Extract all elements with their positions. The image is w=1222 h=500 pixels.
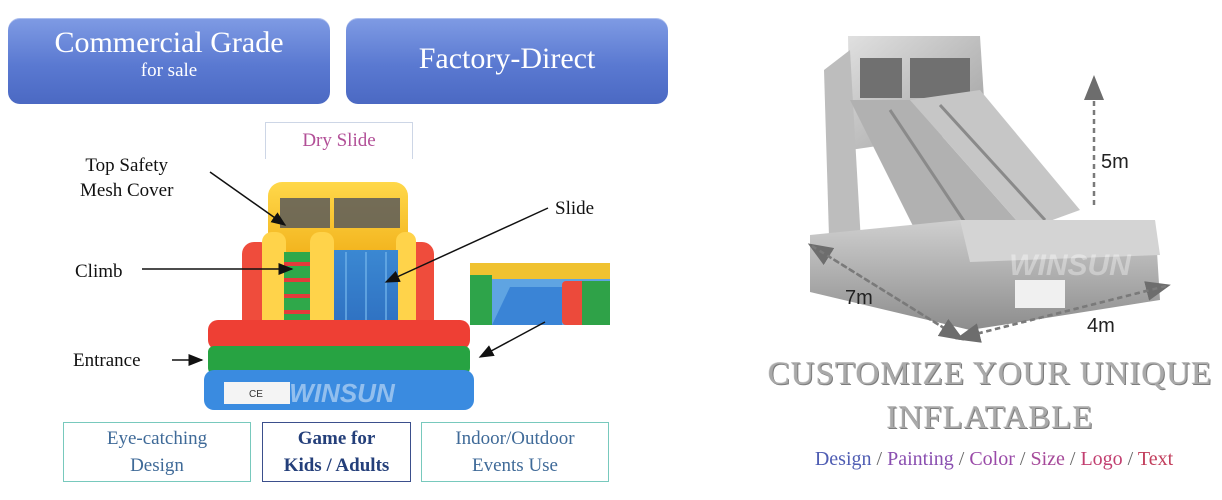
tag-separator: /: [1019, 448, 1026, 470]
tag-separator: /: [958, 448, 965, 470]
callout-entrance: Entrance: [73, 350, 141, 371]
product-title-text: Dry Slide: [302, 130, 376, 151]
badge-factory-direct-text: Factory-Direct: [418, 42, 596, 75]
callout-climb: Climb: [75, 261, 123, 282]
badge-commercial-grade-text: Commercial Grade: [54, 26, 284, 59]
tag-color: Color: [969, 448, 1015, 470]
dimension-height-label: 5m: [1101, 151, 1129, 173]
ce-mark: CE: [249, 389, 263, 400]
custom-slide-render: WINSUN: [810, 36, 1160, 330]
tag-logo: Logo: [1080, 448, 1123, 470]
dimension-length-label: 7m: [845, 287, 873, 309]
callout-top-line2: Mesh Cover: [80, 180, 174, 201]
feature-eye-catching-design: Eye-catching Design: [63, 422, 251, 482]
feature-1-line1: Eye-catching: [106, 428, 208, 449]
customize-heading-line1: CUSTOMIZE YOUR UNIQUE: [767, 356, 1213, 392]
tag-design: Design: [814, 448, 872, 470]
callout-top-line1: Top Safety: [85, 155, 168, 176]
feature-3-line2: Events Use: [471, 455, 558, 476]
factory-direct-badge: Factory-Direct: [346, 18, 668, 104]
feature-indoor-outdoor-events: Indoor/Outdoor Events Use: [421, 422, 609, 482]
tag-painting: Painting: [887, 448, 954, 470]
tag-separator: /: [1127, 448, 1134, 470]
tag-separator: /: [876, 448, 883, 470]
tag-text: Text: [1137, 448, 1174, 470]
callout-arrows: [142, 171, 549, 366]
customization-options: Design / Painting / Color / Size / Logo …: [740, 448, 1222, 471]
winsun-watermark-grey: WINSUN: [1009, 249, 1132, 282]
badge-for-sale-text: for sale: [140, 60, 198, 81]
dry-slide-photo: CE WINSUN: [204, 182, 474, 410]
tag-separator: /: [1069, 448, 1076, 470]
tag-size: Size: [1030, 448, 1065, 470]
feature-1-line2: Design: [130, 455, 184, 476]
dimension-arrows: [807, 75, 1171, 343]
feature-3-line1: Indoor/Outdoor: [455, 428, 575, 449]
feature-game-for-kids-adults: Game for Kids / Adults: [262, 422, 411, 482]
product-title: Dry Slide: [265, 122, 413, 159]
commercial-grade-badge: Commercial Grade for sale: [8, 18, 330, 104]
feature-2-line2: Kids / Adults: [283, 455, 390, 476]
entrance-inset-photo: [470, 263, 610, 325]
winsun-watermark: WINSUN: [289, 378, 396, 408]
customize-heading-line2: INFLATABLE: [886, 400, 1094, 436]
callout-slide: Slide: [555, 198, 595, 219]
feature-2-line1: Game for: [297, 428, 376, 449]
dimension-width-label: 4m: [1087, 315, 1115, 337]
callout-top-safety-mesh-cover: Top Safety Mesh Cover: [80, 153, 173, 203]
